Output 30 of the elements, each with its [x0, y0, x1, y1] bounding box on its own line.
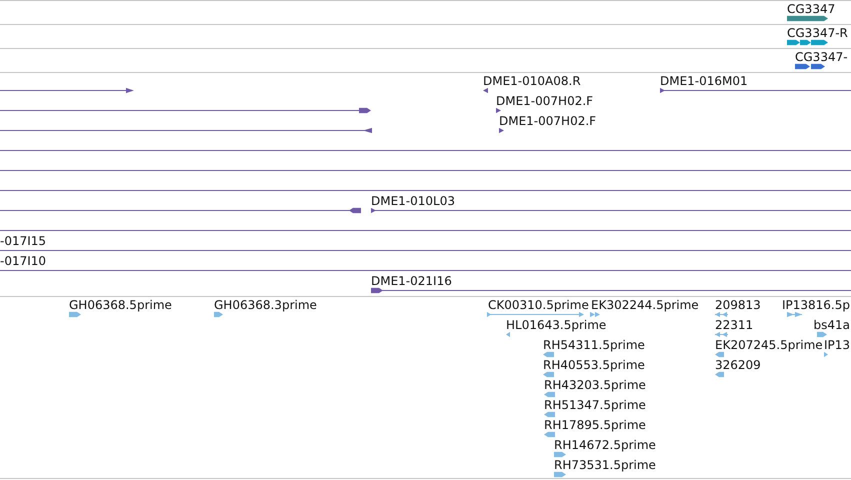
feature-label: HL01643.5prime: [506, 318, 606, 332]
feature-label: DME1-007H02.F: [499, 114, 596, 128]
feature-label: DME1-021I16: [371, 274, 452, 288]
feature-label: -017I15: [0, 234, 46, 248]
feature-label: 209813: [715, 298, 761, 312]
feature-label: CG3347-: [795, 50, 848, 64]
feature-label: GH06368.3prime: [214, 298, 317, 312]
feature-label: CG3347-R: [787, 26, 848, 40]
feature-label: RH43203.5prime: [544, 378, 646, 392]
feature-label: CK00310.5prime: [488, 298, 589, 312]
feature-label: DME1-010L03: [371, 194, 455, 208]
feature-label: DME1-007H02.F: [496, 94, 594, 108]
feature-label: GH06368.5prime: [69, 298, 172, 312]
feature-label: RH14672.5prime: [554, 438, 656, 452]
feature-label: IP13: [824, 338, 850, 352]
feature-label: DME1-010A08.R: [483, 74, 581, 88]
feature-label: 22311: [715, 318, 754, 332]
feature-label: IP13816.5p: [782, 298, 850, 312]
feature-label: -017I10: [0, 254, 46, 268]
feature-label: RH73531.5prime: [554, 458, 656, 472]
feature-label: DME1-016M01: [660, 74, 748, 88]
feature-label: 326209: [715, 358, 761, 372]
feature-label: RH40553.5prime: [543, 358, 645, 372]
feature-label: EK302244.5prime: [591, 298, 699, 312]
feature-label: RH17895.5prime: [544, 418, 646, 432]
feature-label: CG3347: [787, 2, 836, 16]
feature-label: bs41a: [814, 318, 850, 332]
feature-label: EK207245.5prime: [715, 338, 823, 352]
feature-label: RH51347.5prime: [544, 398, 646, 412]
feature-label: RH54311.5prime: [543, 338, 645, 352]
